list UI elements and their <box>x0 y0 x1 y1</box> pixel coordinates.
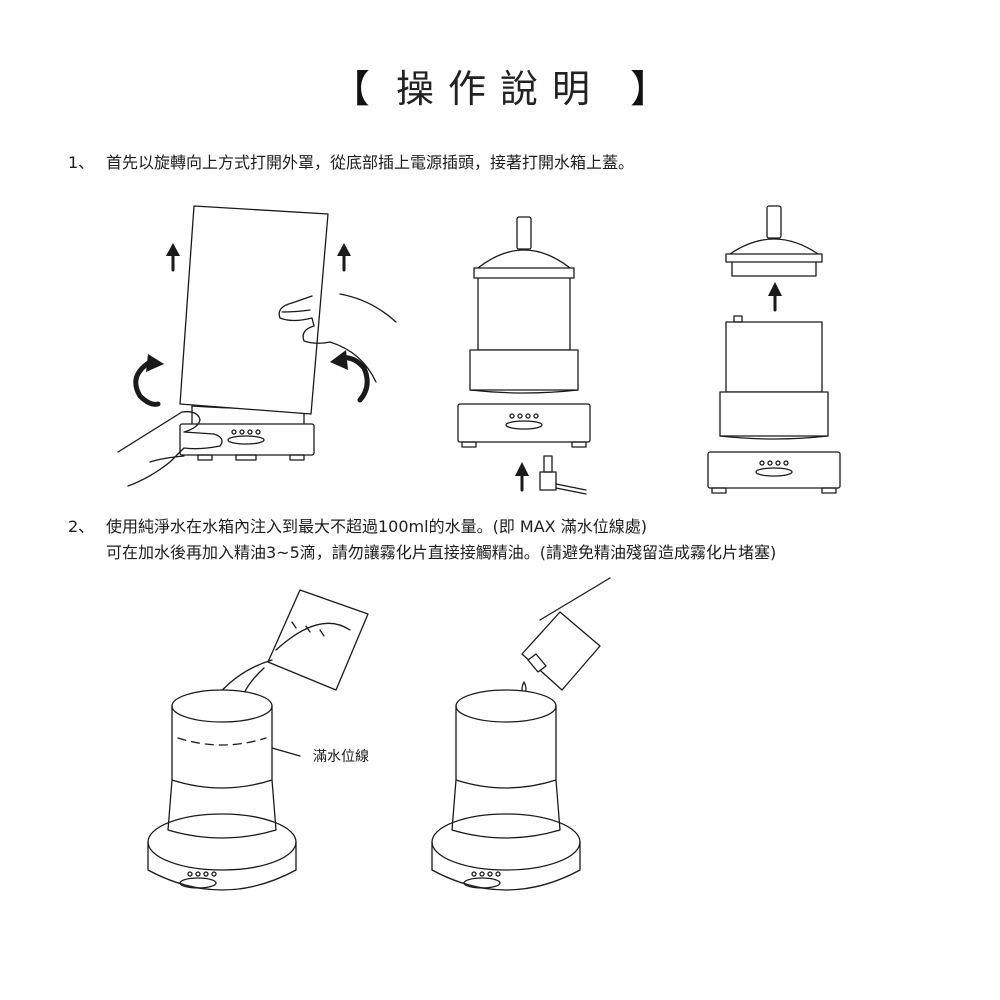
figure-remove-cover <box>117 205 397 487</box>
figure-pour-water <box>147 589 369 891</box>
step-2-number: 2、 <box>68 517 95 536</box>
figure-plug-power <box>457 216 591 495</box>
step-2: 2、使用純淨水在水箱內注入到最大不超過100ml的水量。(即 MAX 滿水位線處… <box>68 514 776 566</box>
step-2-line-1: 使用純淨水在水箱內注入到最大不超過100ml的水量。(即 MAX 滿水位線處) <box>106 517 647 536</box>
title-text: 操作說明 <box>395 67 604 111</box>
title-close-bracket: 】 <box>630 67 669 111</box>
step-1-text: 首先以旋轉向上方式打開外罩，從底部插上電源插頭，接著打開水箱上蓋。 <box>106 153 635 172</box>
step-1-number: 1、 <box>68 153 95 172</box>
title-open-bracket: 【 <box>331 67 370 111</box>
water-line-label: 滿水位線 <box>313 749 369 765</box>
figure-add-oil <box>431 577 611 891</box>
step-2-line-2: 可在加水後再加入精油3~5滴，請勿讓霧化片直接接觸精油。(請避免精油殘留造成霧化… <box>106 543 777 562</box>
page-title: 【 操作說明 】 <box>0 58 1000 113</box>
step-1: 1、首先以旋轉向上方式打開外罩，從底部插上電源插頭，接著打開水箱上蓋。 <box>68 150 634 176</box>
figure-open-lid <box>707 205 841 494</box>
